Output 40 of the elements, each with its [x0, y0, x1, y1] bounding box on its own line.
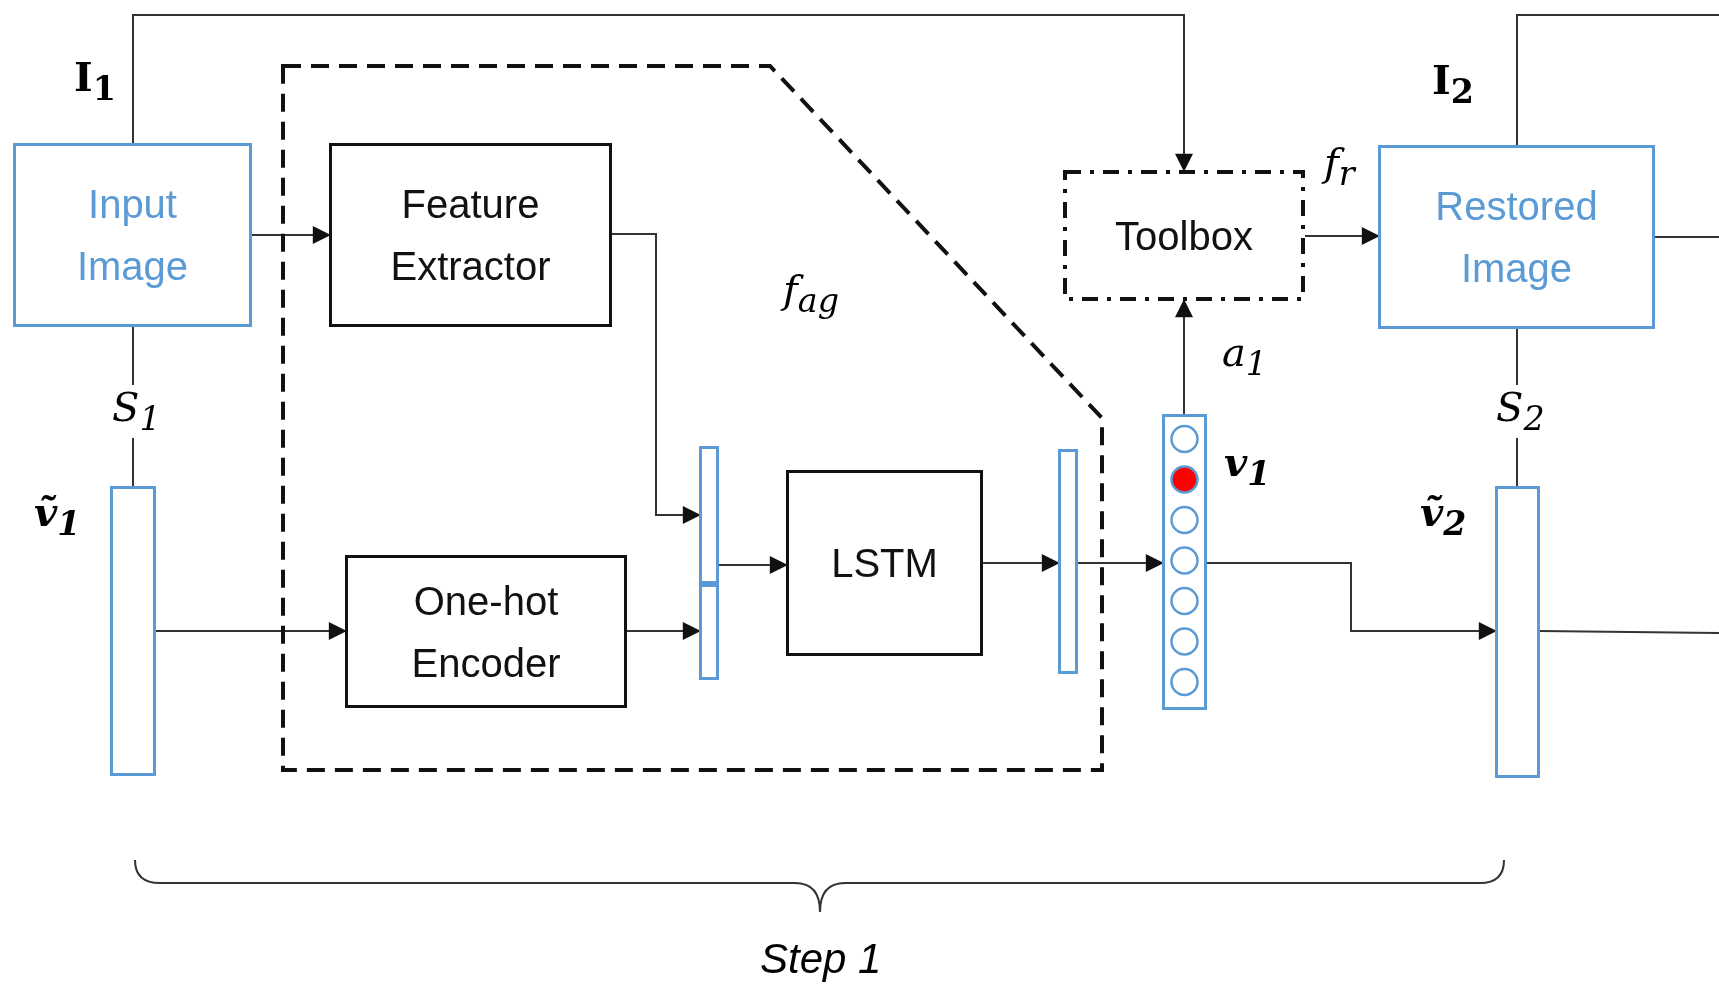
vector-symbol: ṽ$_{2}$ [1419, 490, 1468, 543]
edge-label: I$_{2}$ [1431, 58, 1475, 111]
process-box [345, 555, 627, 708]
arrow [132, 14, 1193, 172]
arrow [155, 622, 347, 640]
arrow [1206, 562, 1497, 640]
toolbox-box [1063, 170, 1305, 301]
step-label: Step 1 [760, 935, 882, 983]
image-box [13, 143, 252, 327]
image-box [1378, 145, 1655, 329]
bar-vector-bar [110, 486, 156, 776]
process-box [329, 143, 612, 327]
box-label: LSTM [831, 540, 938, 587]
arrow [611, 233, 701, 524]
box-label: One-hot Encoder [410, 577, 562, 687]
box-label: Input Image [75, 181, 190, 290]
edge-label: f$_{r}$ [1320, 140, 1359, 193]
edge-label: a$_{1}$ [1221, 330, 1269, 383]
arrow [251, 226, 331, 244]
vector-symbol: v$_{1}$ [1223, 440, 1272, 493]
box-label: Feature Extractor [389, 181, 552, 290]
bar-vector-bar [699, 446, 719, 584]
bar-vector-bar [1495, 486, 1540, 778]
arrow [1175, 299, 1193, 415]
connector-line [1539, 630, 1719, 634]
arrow [982, 554, 1060, 572]
arrow [626, 622, 701, 640]
edge-label: I$_{1}$ [73, 55, 117, 108]
connector-line [1516, 14, 1719, 146]
arrow [1304, 227, 1380, 245]
arrow [1077, 554, 1164, 572]
arrow [718, 556, 788, 574]
connector-line [1654, 236, 1719, 238]
bar-vector-bar [1058, 449, 1078, 674]
process-box [786, 470, 983, 656]
dashed-module-region [283, 66, 1102, 770]
bar-vector-bar [699, 584, 719, 680]
box-label: Restored Image [1434, 183, 1599, 292]
vector-symbol: ṽ$_{1}$ [33, 490, 82, 543]
box-label: Toolbox [1115, 212, 1253, 260]
